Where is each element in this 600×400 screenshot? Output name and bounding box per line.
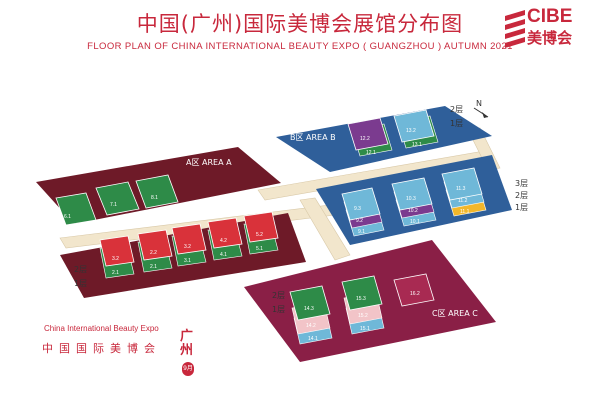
area-c-label: C区 AREA C: [432, 309, 478, 318]
hall-label: 11.1: [460, 209, 470, 215]
walkway-diagonal: [299, 197, 351, 261]
area-a: A区 AREA A 6.1 7.1 8.1 3.2 2.1 2.2 2.1: [36, 147, 306, 298]
area-b-label: B区 AREA B: [290, 133, 336, 142]
hall-b-13[interactable]: 13.2 13.1: [393, 109, 439, 149]
logo-cn-text: 美博会: [527, 29, 573, 47]
hall-label: 6.1: [64, 214, 71, 220]
hall-c-15[interactable]: 15.3 15.2 15.1: [341, 275, 385, 335]
hall-label: 3.1: [184, 258, 191, 264]
area-c: C区 AREA C 14.3 14.2 14.1 15.3 15.2 15.1 …: [244, 240, 496, 362]
hall-a-front-3[interactable]: 3.2 3.1: [171, 223, 207, 267]
compass-label: N: [476, 99, 482, 108]
hall-c-14[interactable]: 14.3 14.2 14.1: [289, 285, 333, 345]
hall-label: 4.1: [220, 252, 227, 258]
hall-label: 5.2: [256, 232, 263, 238]
hall-label: 4.2: [220, 238, 227, 244]
area-c-floor-1-label: 1层: [272, 305, 285, 314]
hall-label: 15.1: [360, 326, 370, 332]
hall-label: 10.2: [408, 208, 418, 214]
hall-label: 10.1: [410, 219, 420, 225]
city-label: 广州: [180, 329, 194, 358]
hall-6-1[interactable]: 6.1: [55, 192, 97, 226]
hall-b-12[interactable]: 12.2 12.1: [347, 117, 393, 157]
hall-label: 14.1: [308, 336, 318, 342]
hall-label: 2.1: [150, 264, 157, 270]
hall-label: 14.3: [304, 306, 314, 312]
area-a-label: A区 AREA A: [186, 158, 232, 167]
hall-label: 16.2: [410, 291, 420, 297]
hall-a-front-2[interactable]: 2.2 2.1: [137, 229, 173, 273]
hall-8-1[interactable]: 8.1: [135, 174, 179, 209]
hall-b-11[interactable]: 11.3 11.2 11.1: [441, 167, 487, 217]
area-b-floor-1-label: 1层: [515, 203, 528, 212]
hall-label: 7.1: [110, 202, 117, 208]
area-b-floor-3-label: 3层: [515, 179, 528, 188]
page-subtitle: FLOOR PLAN OF CHINA INTERNATIONAL BEAUTY…: [87, 41, 513, 52]
area-b: B区 AREA B 12.2 12.1 13.2 13.1 2层 1层 9.3 …: [276, 105, 528, 245]
area-c-floor-2-label: 2层: [272, 291, 285, 300]
hall-label: 2.1: [112, 270, 119, 276]
hall-a-front-4[interactable]: 4.2 4.1: [207, 217, 243, 261]
area-b-top-floor-2-label: 2层: [450, 105, 463, 114]
hall-b-10[interactable]: 10.3 10.2 10.1: [391, 177, 437, 227]
logo-text: CIBE: [527, 6, 573, 27]
area-b-top-floor-1-label: 1层: [450, 119, 463, 128]
hall-label: 12.1: [366, 150, 376, 156]
hall-a-front-5[interactable]: 5.2 5.1: [243, 211, 279, 255]
hall-label: 11.3: [456, 186, 466, 192]
hall-label: 14.2: [306, 323, 316, 329]
expo-name-en: China International Beauty Expo: [44, 324, 159, 333]
hall-label: 5.1: [256, 246, 263, 252]
hall-label: 13.1: [412, 142, 422, 148]
hall-label: 9.2: [356, 218, 363, 224]
hall-7-1[interactable]: 7.1: [95, 181, 140, 216]
hall-label: 13.2: [406, 128, 416, 134]
hall-label: 9.1: [358, 229, 365, 235]
hall-b-9[interactable]: 9.3 9.2 9.1: [341, 187, 385, 237]
hall-c-16[interactable]: 16.2: [393, 273, 435, 307]
hall-label: 10.3: [406, 196, 416, 202]
compass-icon: N: [473, 99, 489, 118]
hall-label: 15.2: [358, 313, 368, 319]
hall-label: 11.2: [458, 198, 468, 204]
logo-mark-icon: [505, 10, 525, 48]
hall-label: 15.3: [356, 296, 366, 302]
hall-label: 2.2: [150, 250, 157, 256]
area-b-floor-2-label: 2层: [515, 191, 528, 200]
hall-label: 12.2: [360, 136, 370, 142]
hall-label: 3.2: [112, 256, 119, 262]
hall-label: 9.3: [354, 206, 361, 212]
area-a-floor-1-label: 1层: [74, 279, 87, 288]
hall-label: 3.2: [184, 244, 191, 250]
hall-label: 8.1: [151, 195, 158, 201]
area-a-floor-2-label: 2层: [74, 265, 87, 274]
date-badge: 9月: [182, 362, 194, 376]
expo-name-cn: 中国国际美博会: [42, 342, 161, 355]
hall-a-front-1[interactable]: 3.2 2.1: [99, 235, 135, 279]
cibe-logo: [505, 10, 525, 48]
page-title: 中国(广州)国际美博会展馆分布图: [136, 12, 464, 36]
